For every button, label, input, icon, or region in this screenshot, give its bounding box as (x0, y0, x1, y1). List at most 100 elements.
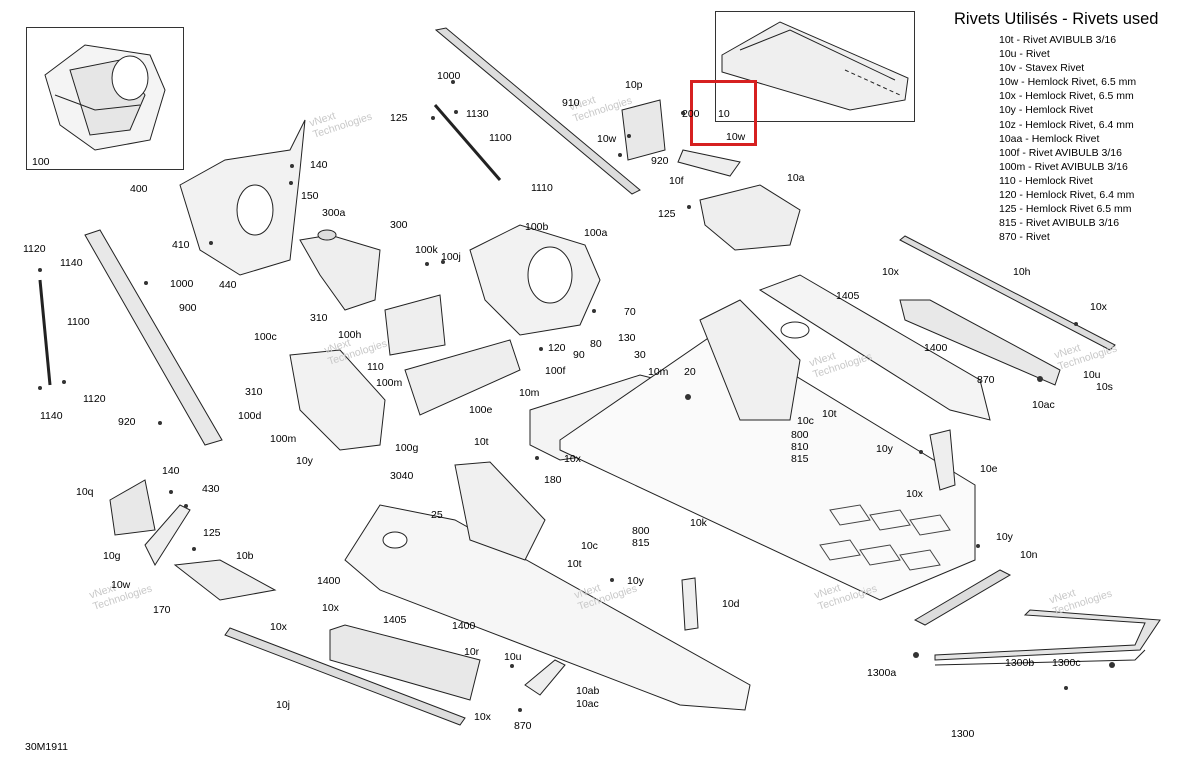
part-10q-plate (109, 479, 156, 536)
callout-label: 10k (690, 517, 707, 529)
callout-label: 100k (415, 244, 438, 256)
part-910-rail (434, 27, 641, 195)
callout-label: 300a (322, 207, 346, 219)
callout-label: 10n (1020, 549, 1038, 561)
callout-label: 1140 (40, 410, 63, 422)
legend-item: 10t - Rivet AVIBULB 3/16 (999, 34, 1117, 46)
rivets-legend: Rivets Utilisés - Rivets used 10t - Rive… (954, 9, 1184, 244)
callout-label: 800 (632, 525, 650, 537)
callout-label: 920 (651, 155, 669, 167)
callout-label: 80 (590, 338, 602, 350)
callout-label: 10j (276, 699, 291, 711)
callout-label: 800 (791, 429, 809, 441)
callout-label: 30 (634, 349, 646, 361)
part-3040-tunnel (344, 504, 751, 711)
callout-label: 1400 (452, 620, 476, 632)
legend-item: 100m - Rivet AVIBULB 3/16 (999, 160, 1128, 173)
callout-label: 310 (245, 386, 263, 398)
inset-frame-part (44, 44, 166, 151)
callout-label: 810 (791, 441, 809, 453)
callout-label: 1120 (23, 243, 46, 255)
callout-label: 10x (906, 488, 923, 500)
legend-item: 10x - Hemlock Rivet, 6.5 mm (999, 90, 1134, 103)
callout-label: 130 (618, 332, 636, 344)
callout-label: 1300b (1005, 657, 1035, 669)
callout-label: 140 (310, 159, 328, 171)
callout-label: 10y (627, 575, 644, 587)
callout-label: 10a (787, 172, 805, 184)
callout-label: 100f (545, 365, 566, 377)
part-100h-plate (384, 294, 446, 356)
callout-label: 200 (682, 108, 700, 120)
callout-label: 150 (301, 190, 319, 202)
callout-label: 110 (367, 361, 384, 373)
callout-label: 10ab (576, 685, 600, 697)
callout-label: 1100 (489, 132, 512, 144)
callout-label: 1000 (437, 70, 461, 82)
legend-item: 10v - Stavex Rivet (999, 62, 1085, 75)
callout-label: 10t (474, 436, 489, 448)
part-100c-frame (289, 349, 386, 451)
callout-label: 10s (1096, 381, 1113, 393)
part-10b-bracket (173, 559, 277, 601)
callout-label: 10w (726, 131, 746, 143)
legend-item: 870 - Rivet (999, 231, 1050, 244)
callout-label: 10x (322, 602, 339, 614)
callout-label: 815 (791, 453, 809, 465)
callout-label: 125 (658, 208, 676, 220)
part-10c-plate (699, 299, 801, 421)
legend-list: 10t - Rivet AVIBULB 3/16 10u - Rivet 10v… (954, 33, 1184, 244)
callout-label: 10 (718, 108, 730, 120)
callout-label: 100c (254, 331, 277, 343)
highlight-box (690, 80, 757, 146)
callout-label: 10x (882, 266, 899, 278)
callout-label: 10p (625, 79, 643, 91)
legend-item: 10z - Hemlock Rivet, 6.4 mm (999, 118, 1134, 131)
callout-label: 910 (562, 97, 580, 109)
callout-label: 10e (980, 463, 998, 475)
inset-tunnel-part (721, 21, 909, 111)
callout-label: 10w (111, 579, 131, 591)
part-300-support (299, 234, 381, 311)
part-10f-bracket (677, 149, 741, 177)
callout-label: 1130 (466, 108, 489, 120)
callout-label: 300 (390, 219, 408, 231)
callout-label: 100 (32, 156, 50, 168)
callout-label: 10x (564, 453, 581, 465)
legend-item: 815 - Rivet AVIBULB 3/16 (999, 217, 1120, 230)
callout-label: 100a (584, 227, 608, 239)
legend-item: 10w - Hemlock Rivet, 6.5 mm (999, 76, 1137, 89)
callout-label: 10y (996, 531, 1013, 543)
callout-label: 10x (1090, 301, 1107, 313)
callout-label: 10m (519, 387, 540, 399)
callout-label: 10ac (576, 698, 599, 710)
callout-label: 1120 (83, 393, 106, 405)
part-1400-right-panel (899, 299, 1061, 386)
part-10a-bracket (699, 184, 801, 251)
callout-label: 10c (581, 540, 598, 552)
callout-label: 180 (544, 474, 562, 486)
legend-item: 125 - Hemlock Rivet 6.5 mm (999, 203, 1132, 216)
callout-label: 920 (118, 416, 136, 428)
callout-label: 10c (797, 415, 814, 427)
callout-label: 25 (431, 509, 443, 521)
part-10n-strip (913, 569, 1012, 626)
callout-label: 70 (624, 306, 636, 318)
part-10d-plate (681, 577, 699, 631)
part-1405-right-rail (758, 274, 991, 421)
callout-label: 10d (722, 598, 740, 610)
callout-label: 100e (469, 404, 493, 416)
part-10r-panel (329, 624, 481, 701)
legend-item: 110 - Hemlock Rivet (999, 174, 1093, 187)
callout-label: 1300c (1052, 657, 1081, 669)
callout-label: 400 (130, 183, 148, 195)
part-1100-left-rod (38, 279, 52, 386)
callout-label: 10w (597, 133, 617, 145)
callout-label: 10x (270, 621, 287, 633)
part-10g-bracket (144, 504, 191, 567)
callout-label: 10q (76, 486, 94, 498)
callout-label: 870 (977, 374, 995, 386)
callout-label: 1300a (867, 667, 897, 679)
callout-label: 20 (684, 366, 696, 378)
callout-label: 1140 (60, 257, 83, 269)
